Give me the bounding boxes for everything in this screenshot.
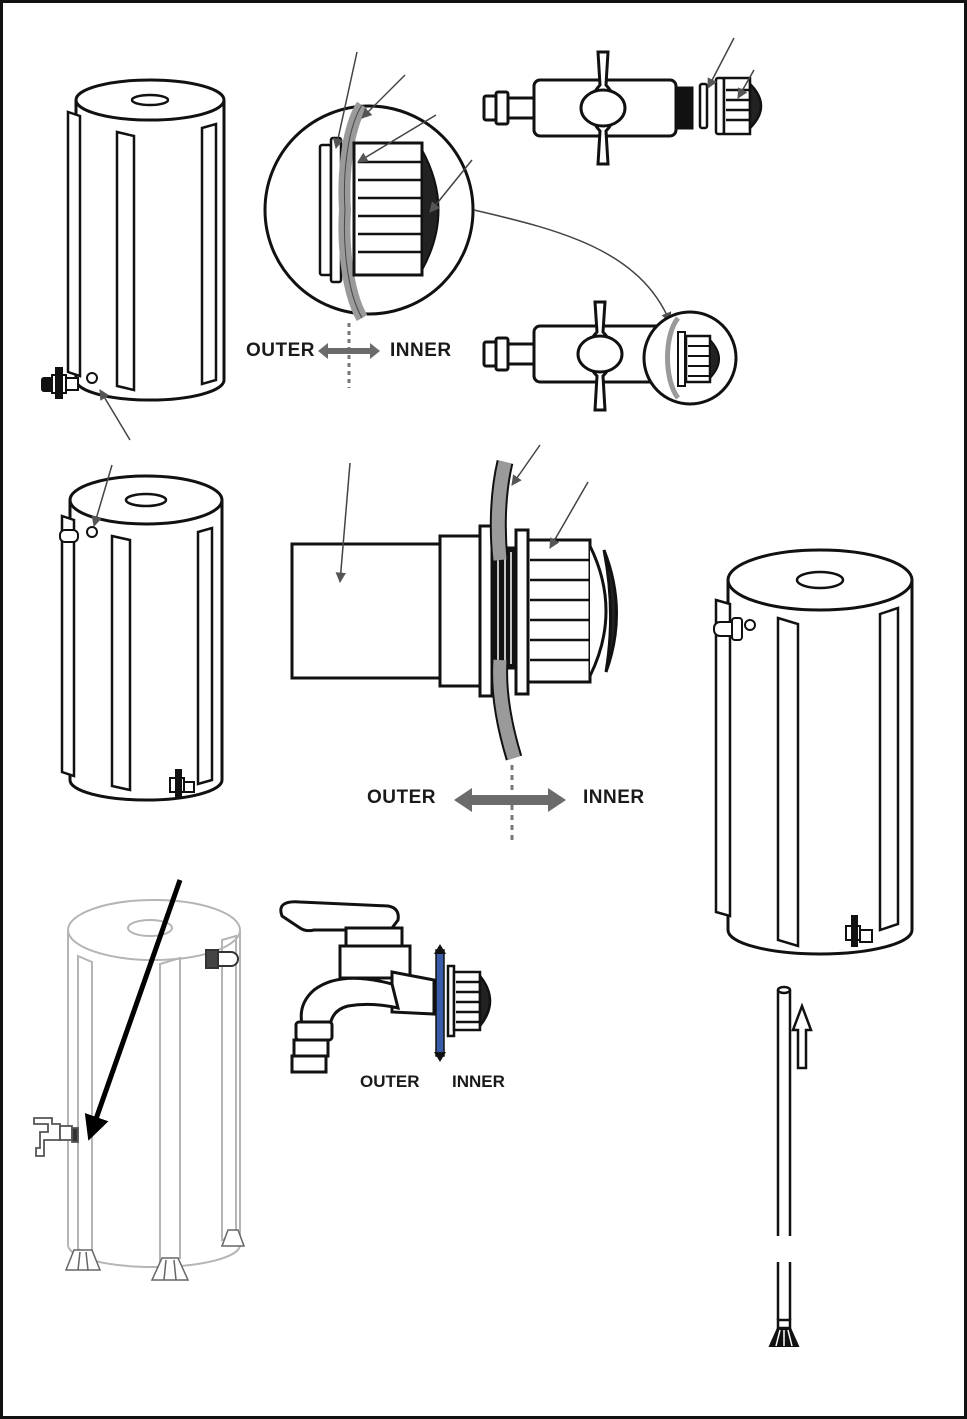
- rubber-gasket-icon: [489, 460, 523, 761]
- garden-faucet-icon: [279, 900, 436, 1074]
- support-pole-icon: [776, 985, 792, 1330]
- tap-valve-icon: [482, 300, 738, 412]
- tap-valve-icon: [33, 1117, 79, 1157]
- tap-valve-icon: [845, 915, 873, 947]
- tap-valve-icon: [41, 367, 79, 399]
- direction-arrow-icon: [318, 323, 380, 388]
- connector-nut-icon: [446, 964, 492, 1038]
- water-barrel-icon: [66, 78, 226, 402]
- direction-arrow-icon: [454, 765, 566, 840]
- connector-nut-icon: [290, 524, 618, 698]
- inner-label: INNER: [390, 340, 452, 361]
- foot-stand-icon: [64, 1229, 246, 1281]
- connector-nut-icon: [205, 949, 239, 969]
- inner-label: INNER: [452, 1072, 505, 1091]
- rubber-gasket-icon: [434, 944, 446, 1062]
- water-barrel-icon: [59, 474, 224, 802]
- inner-label: INNER: [583, 787, 645, 808]
- direction-arrow-icon: [791, 1002, 813, 1070]
- outer-label: OUTER: [246, 340, 315, 361]
- foot-stand-icon: [768, 1327, 800, 1347]
- tap-valve-icon: [482, 50, 694, 166]
- outer-label: OUTER: [360, 1072, 420, 1091]
- outer-label: OUTER: [367, 787, 436, 808]
- water-barrel-icon: [713, 548, 914, 956]
- rubber-gasket-icon: [698, 76, 763, 136]
- tap-valve-icon: [169, 769, 195, 797]
- connector-nut-icon: [263, 101, 475, 321]
